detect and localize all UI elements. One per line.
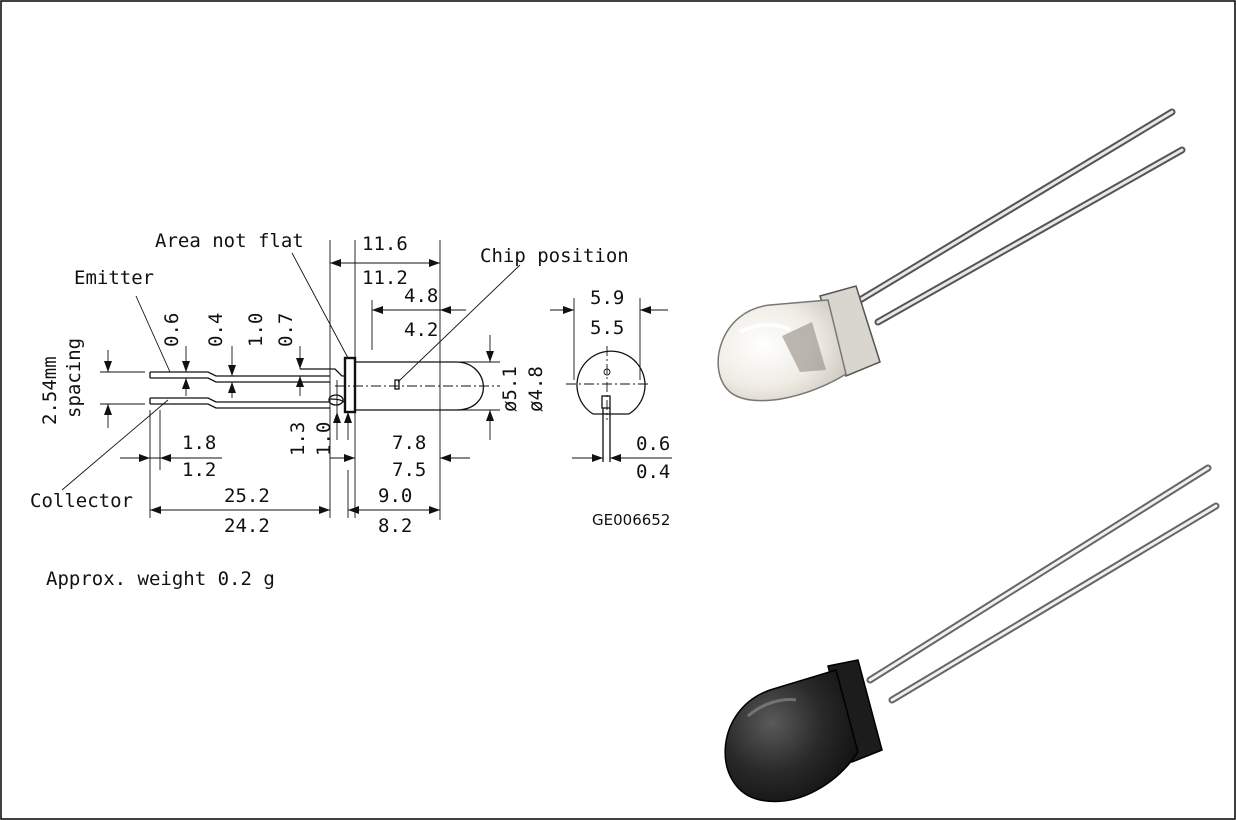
dim-pin-bottom: 0.4: [636, 461, 670, 483]
dim-total-bottom: 8.2: [378, 515, 412, 537]
dim-len-top: 11.6: [362, 233, 408, 255]
dim-bend-top: 1.8: [182, 432, 216, 454]
label-collector: Collector: [30, 490, 133, 512]
drawing-code: GE006652: [592, 511, 670, 529]
photo-clear-lens-component: [717, 108, 1186, 402]
dim-len-bottom: 11.2: [362, 267, 408, 289]
label-chip-position: Chip position: [480, 245, 629, 267]
dim-dia-inner: ø4.8: [525, 366, 547, 412]
dim-dome-top: 4.8: [404, 285, 438, 307]
dim-flange-top: 1.3: [287, 422, 309, 456]
dim-dome-bottom: 4.2: [404, 319, 438, 341]
label-emitter: Emitter: [74, 267, 154, 289]
leader-chip-position: [397, 264, 521, 383]
leader-area-not-flat: [291, 252, 349, 359]
side-view-drawing: Area not flat Chip position Emitter Coll…: [30, 230, 629, 537]
front-view-drawing: 5.9 5.5 0.6 0.4 GE006652: [550, 287, 672, 529]
dim-lead-len-bottom: 24.2: [224, 515, 270, 537]
dim-flange-bottom: 1.0: [313, 422, 335, 456]
dim-kink-bottom: 0.7: [275, 313, 297, 347]
dim-dia-outer: ø5.1: [499, 366, 521, 412]
dim-flange-dia-top: 5.9: [590, 287, 624, 309]
dim-flange-dia-bottom: 5.5: [590, 317, 624, 339]
dim-lead-w-bottom: 0.4: [205, 313, 227, 347]
weight-note: Approx. weight 0.2 g: [46, 568, 275, 590]
dim-bend-bottom: 1.2: [182, 459, 216, 481]
leader-emitter: [135, 295, 171, 373]
dim-lead-len-top: 25.2: [224, 485, 270, 507]
photo-dark-lens-component: [724, 464, 1220, 803]
dim-kink-top: 1.0: [245, 313, 267, 347]
dim-pin-top: 0.6: [636, 433, 670, 455]
dim-total-top: 9.0: [378, 485, 412, 507]
dim-body-bottom: 7.5: [392, 459, 426, 481]
dim-body-top: 7.8: [392, 432, 426, 454]
label-area-not-flat: Area not flat: [155, 230, 304, 252]
dim-lead-w-top: 0.6: [161, 313, 183, 347]
label-spacing-value: 2.54mm: [39, 356, 61, 425]
label-spacing-word: spacing: [63, 338, 85, 418]
